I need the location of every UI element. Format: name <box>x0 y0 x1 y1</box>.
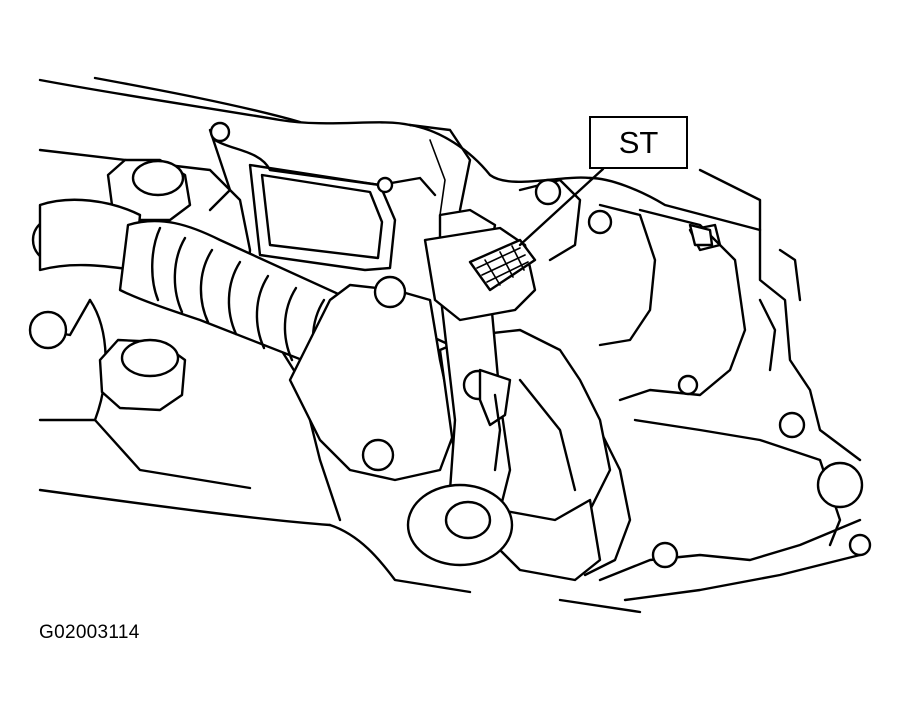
figure-code: G02003114 <box>39 622 140 643</box>
mounting-bolt-lower <box>98 338 187 412</box>
callout-label: ST <box>618 124 659 160</box>
callout-leader-line <box>518 167 605 247</box>
callout-label-box: ST <box>589 116 688 169</box>
mounting-bolt-upper <box>106 158 192 222</box>
shift-lever <box>406 273 514 567</box>
transmission-housing <box>38 76 862 614</box>
harness-connector <box>423 208 714 322</box>
